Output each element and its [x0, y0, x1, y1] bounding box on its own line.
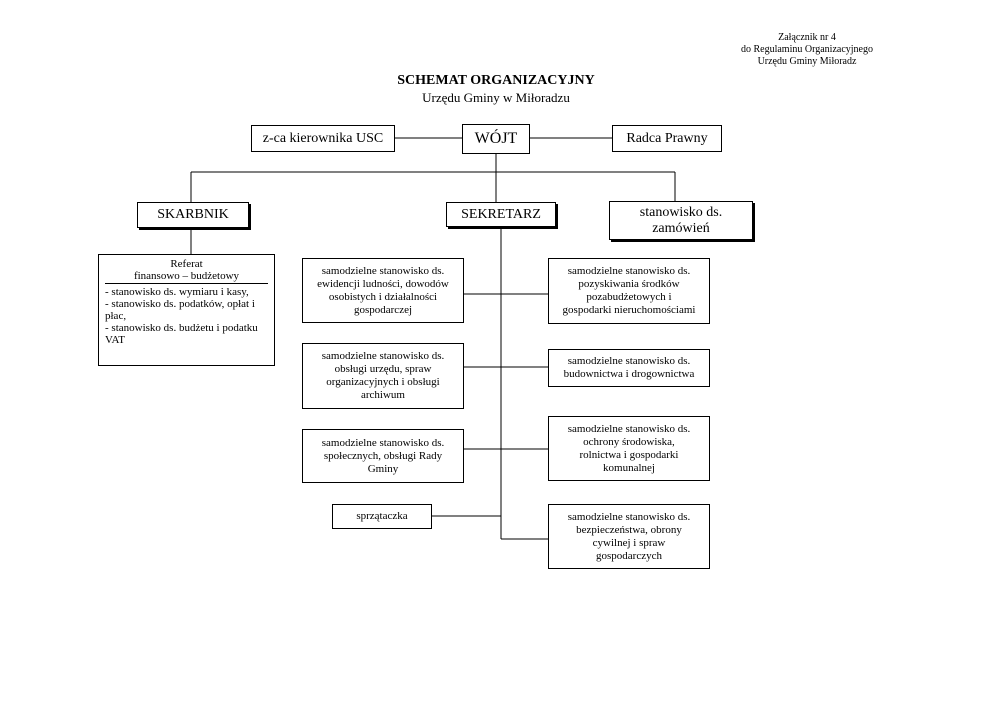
node-referat-finansowy: Referat finansowo – budżetowy - stanowis… — [98, 254, 275, 366]
referat-divider — [105, 283, 268, 284]
node-sekretarz: SEKRETARZ — [446, 202, 556, 227]
referat-item: - stanowisko ds. budżetu i podatku VAT — [105, 322, 258, 346]
node-zca-usc: z-ca kierownika USC — [251, 125, 395, 152]
referat-title: Referat finansowo – budżetowy — [133, 258, 240, 282]
node-budownictwa: samodzielne stanowisko ds. budownictwa i… — [548, 349, 710, 387]
node-ochrony-srodowiska: samodzielne stanowisko ds. ochrony środo… — [548, 416, 710, 481]
node-pozyskiwania-srodkow: samodzielne stanowisko ds. pozyskiwania … — [548, 258, 710, 324]
node-sprzataczka: sprzątaczka — [332, 504, 432, 529]
node-bezpieczenstwa: samodzielne stanowisko ds. bezpieczeństw… — [548, 504, 710, 569]
node-skarbnik: SKARBNIK — [137, 202, 249, 228]
node-wojt: WÓJT — [462, 124, 530, 154]
node-ewidencji-ludnosci: samodzielne stanowisko ds. ewidencji lud… — [302, 258, 464, 323]
node-radca-prawny: Radca Prawny — [612, 125, 722, 152]
chart-subtitle: Urzędu Gminy w Miłoradzu — [422, 90, 570, 105]
node-obslugi-urzedu: samodzielne stanowisko ds. obsługi urzęd… — [302, 343, 464, 409]
chart-title: SCHEMAT ORGANIZACYJNY — [397, 73, 595, 88]
attachment-note: Załącznik nr 4 do Regulaminu Organizacyj… — [740, 32, 873, 67]
node-zamowien: stanowisko ds. zamówień — [609, 201, 753, 240]
referat-item: - stanowisko ds. podatków, opłat i płac, — [105, 298, 255, 322]
node-spolecznych: samodzielne stanowisko ds. społecznych, … — [302, 429, 464, 483]
referat-item: - stanowisko ds. wymiaru i kasy, — [105, 286, 249, 298]
